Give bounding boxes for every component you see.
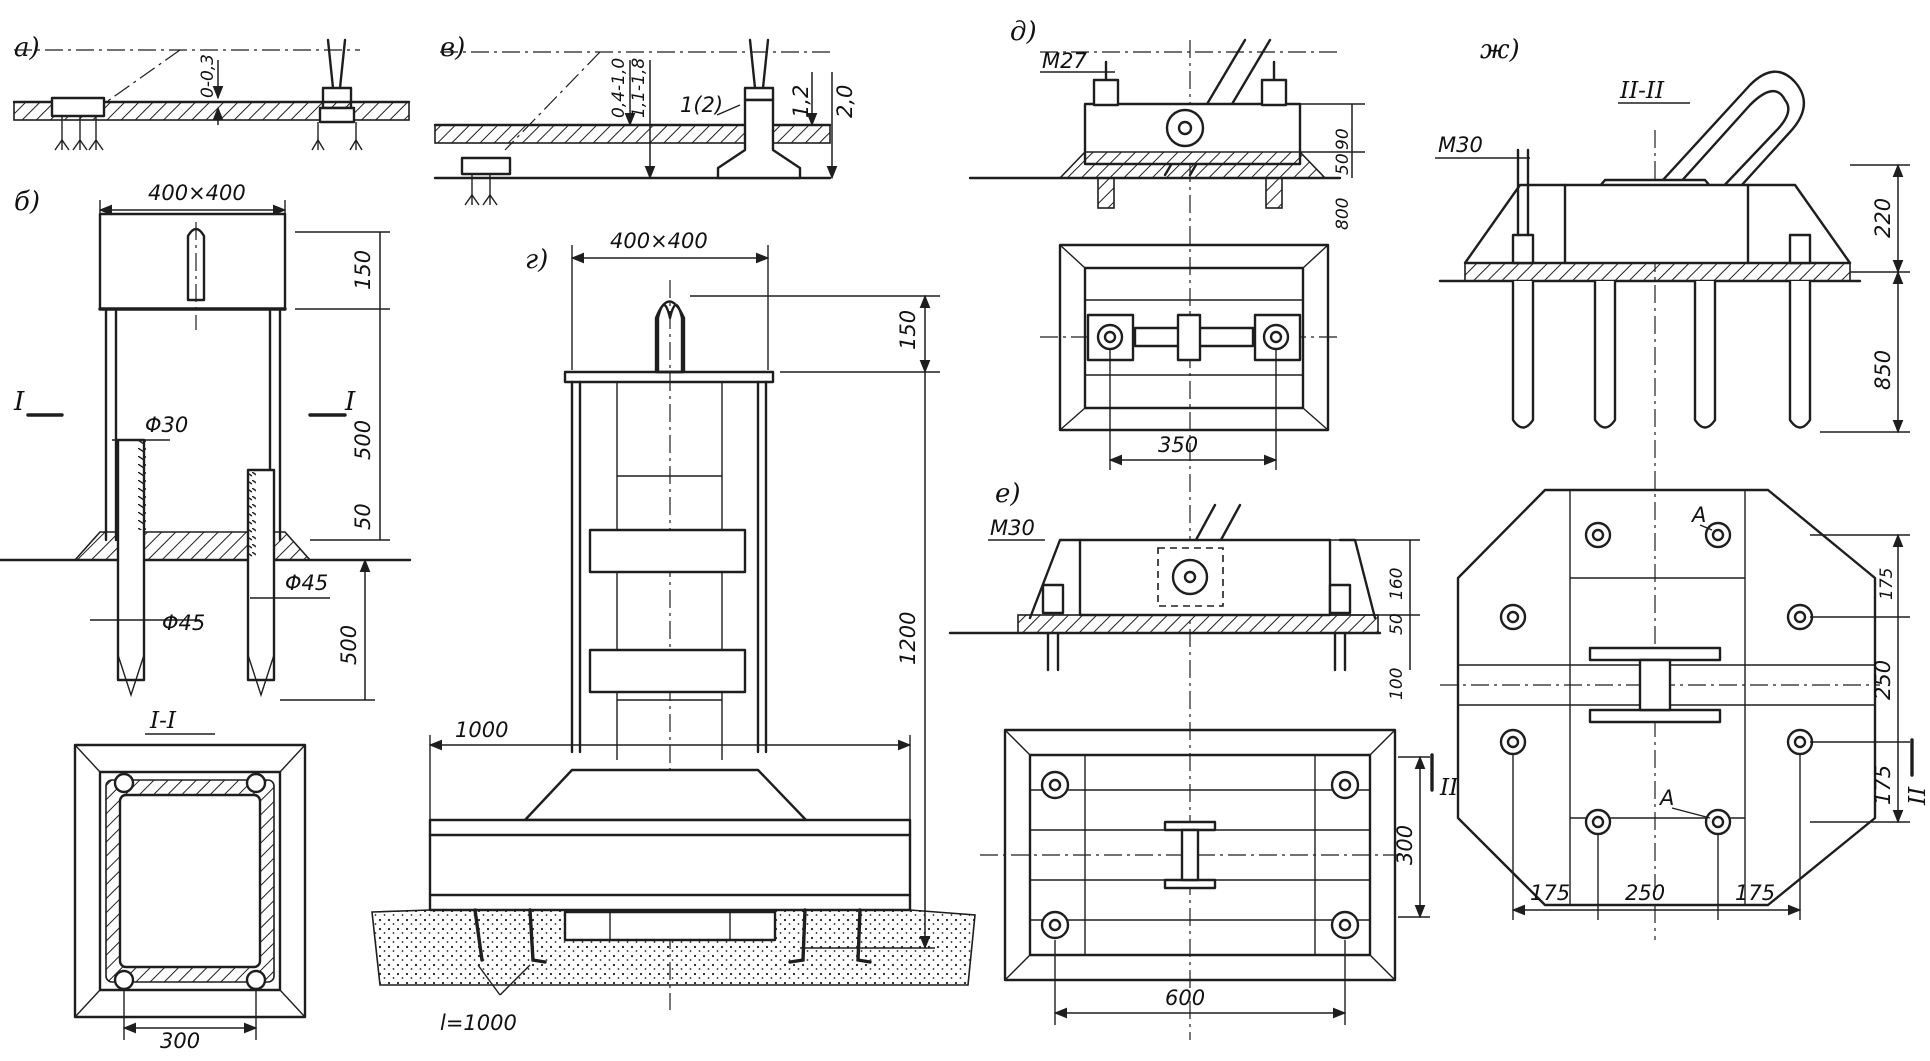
panel-zh-dim-175-right: 175 [1735,881,1775,905]
panel-g-dim-1000: 1000 [455,718,508,742]
panel-e-label: е) [995,479,1021,509]
panel-v-dim-12: 1,2 [789,85,813,118]
panel-a-label: а) [14,33,40,63]
panel-b-section-mark-right: I [344,387,356,417]
panel-b-dim-50: 50 [351,503,375,530]
panel-e-bolt: M30 [990,516,1035,540]
panel-g-label: г) [525,245,548,275]
panel-b-dim-500-upper: 500 [351,420,375,460]
panel-zh-bolt: M30 [1438,133,1483,157]
panel-a-dim-height: 0-0,3 [198,54,218,98]
panel-b-dim-500-lower: 500 [337,625,361,665]
panel-zh-section-mark: II [1905,786,1930,806]
panel-v-dim-20: 2,0 [833,85,857,118]
panel-zh-label: ж) [1480,35,1520,65]
panel-d: д) M27 90 50 800 350 [968,17,1365,1040]
panel-a: а) 0-0,3 [12,33,411,151]
panel-zh-dim-175-bottom: 175 [1871,765,1895,805]
panel-e-dim-50: 50 [1387,613,1407,635]
panel-b-dim-150: 150 [351,250,375,290]
panel-d-dim-800: 800 [1333,198,1353,230]
panel-zh-mark-a-top: A [1690,503,1706,527]
panel-zh-dim-250-v: 250 [1871,660,1895,700]
panel-v-dim-0410: 0,4-1,0 [609,58,629,118]
panel-zh-dim-250-h: 250 [1625,881,1665,905]
panel-e-section-mark: II [1439,775,1459,801]
panel-b-phi45-left: Φ45 [162,611,205,635]
panel-g-length-note: l=1000 [440,1011,517,1035]
panel-e-dim-100: 100 [1387,668,1407,700]
panel-v: в) 0,4-1,0 1,1-1,8 1(2) 1,2 2,0 [433,33,857,206]
panel-d-bolt: M27 [1042,49,1087,73]
panel-d-dim-350: 350 [1158,433,1198,457]
panel-b-section-title: I-I [149,708,177,734]
panel-d-dim-50: 50 [1333,153,1353,175]
panel-e-dim-300: 300 [1393,825,1417,865]
panel-g-dim-150: 150 [896,310,920,350]
panel-v-label: в) [440,33,465,63]
panel-zh-mark-a-bottom: A [1658,786,1674,810]
panel-b: б) 400×400 150 500 50 500 [0,181,412,701]
panel-zh-dim-220: 220 [1871,198,1895,238]
panel-v-item-12: 1(2) [680,93,723,117]
panel-d-dim-90: 90 [1333,128,1353,150]
panel-e-dim-160: 160 [1387,568,1407,600]
panel-e-dim-600: 600 [1165,986,1205,1010]
panel-b-phi30: Φ30 [145,413,188,437]
panel-d-label: д) [1010,17,1037,47]
panel-g: г) 400×400 1000 [371,229,976,1035]
panel-g-dim-1200: 1200 [896,612,920,665]
panel-e: е) M30 160 50 100 [948,479,1459,1025]
panel-g-top-size: 400×400 [610,229,708,253]
panel-b-phi45-right: Φ45 [285,571,328,595]
panel-zh-dim-850: 850 [1871,350,1895,390]
panel-zh: ж) II-II M30 220 850 [1435,35,1930,940]
panel-zh-dim-175-left: 175 [1530,881,1570,905]
panel-zh-dim-175-top: 175 [1877,568,1897,600]
panel-b-dim-300: 300 [160,1029,200,1053]
panel-zh-section-title: II-II [1619,78,1665,104]
panel-b-section-mark-left: I [13,387,25,417]
panel-b-section-view: I-I 300 [73,708,307,1053]
panel-b-top-size: 400×400 [148,181,246,205]
panel-v-dim-1118: 1,1-1,8 [629,58,649,118]
panel-b-label: б) [14,187,40,217]
